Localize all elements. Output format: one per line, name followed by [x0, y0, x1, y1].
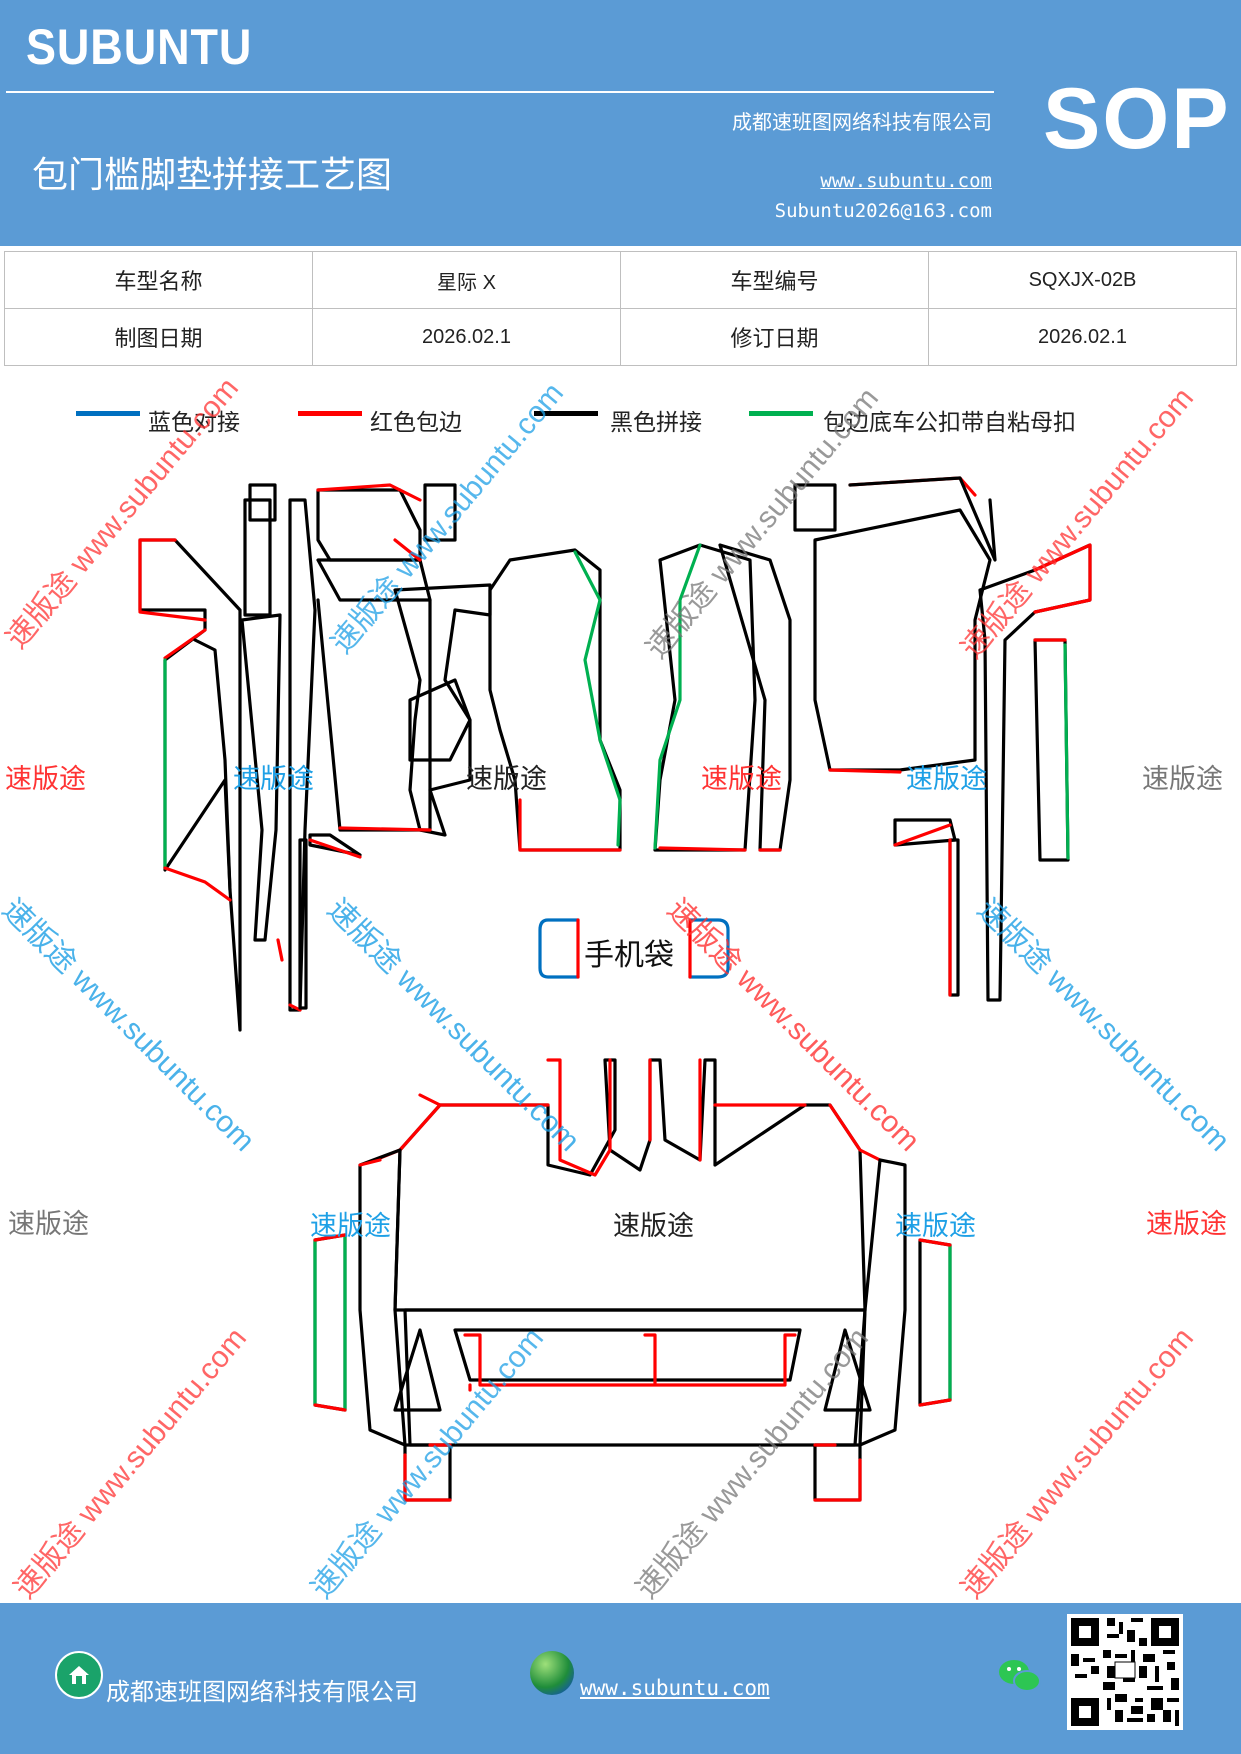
watermark-text: 速版途: [895, 1211, 976, 1241]
mat-edge-red: [393, 538, 422, 562]
footer-company-name: 成都速班图网络科技有限公司: [106, 1678, 418, 1706]
mat-panel: [393, 583, 492, 837]
watermark-text: 速版途: [8, 1209, 89, 1239]
model-code-label: 车型编号: [620, 251, 929, 309]
legend-swatch-green: [749, 411, 813, 416]
model-name-value: 星际 X: [312, 251, 621, 309]
draw-date-value: 2026.02.1: [312, 308, 621, 366]
watermark-text: 速版途: [906, 764, 987, 794]
mat-panel: [813, 508, 992, 772]
phone-bag-label: 手机袋: [584, 938, 674, 973]
floor-mat-splice-diagram: [138, 476, 1092, 1502]
header-company-name: 成都速班图网络科技有限公司: [732, 110, 992, 134]
mat-edge-red: [276, 938, 302, 1012]
brand-logo-text: SUBUNTU: [26, 19, 253, 75]
watermark-text: 速版途: [1142, 764, 1223, 794]
mat-strip: [313, 1233, 347, 1412]
mat-edge-green: [653, 543, 702, 850]
mat-edge-red: [546, 1058, 702, 1177]
mat-edge-red: [316, 483, 422, 502]
model-code-value: SQXJX-02B: [928, 251, 1237, 309]
revise-date-value: 2026.02.1: [928, 308, 1237, 366]
legend-label: 红色包边: [370, 410, 462, 436]
mat-panel: [793, 483, 837, 532]
mat-panel: [453, 1328, 802, 1382]
mat-label: 速版途: [613, 1211, 694, 1241]
mat-edge-red: [813, 1443, 862, 1502]
right-front-mat-group: [653, 476, 1092, 1002]
mat-panel: [823, 1328, 872, 1412]
footer-banner: 成都速班图网络科技有限公司 www.subuntu.com: [0, 1603, 1241, 1754]
mat-edge-red: [828, 768, 902, 774]
mat-edge-green: [1063, 643, 1070, 860]
page-title: 包门槛脚垫拼接工艺图: [32, 155, 393, 196]
mat-strip: [918, 1238, 952, 1407]
phone-bag-right: [688, 918, 730, 979]
legend-label: 蓝色对接: [148, 410, 240, 436]
wechat-icon: [997, 1656, 1043, 1696]
mat-edge-red: [403, 1443, 452, 1502]
phone-bag-group: [538, 918, 730, 979]
globe-icon: [530, 1651, 574, 1695]
header-divider: [6, 91, 994, 93]
sop-badge: SOP: [1043, 71, 1231, 167]
legend-label: 黑色拼接: [610, 410, 702, 436]
draw-date-label: 制图日期: [4, 308, 313, 366]
rear-mat-group: [313, 1058, 952, 1502]
revise-date-label: 修订日期: [620, 308, 929, 366]
mat-strip: [248, 483, 277, 522]
table-row: 制图日期 2026.02.1 修订日期 2026.02.1: [4, 308, 1237, 366]
watermark-text: 速版途: [701, 764, 782, 794]
table-row: 车型名称 星际 X 车型编号 SQXJX-02B: [4, 251, 1237, 309]
legend-swatch-blue: [76, 411, 140, 416]
mat-strip: [1033, 638, 1070, 862]
mat-panel: [423, 483, 457, 542]
mat-panel: [848, 476, 997, 562]
mat-panel: [393, 1058, 867, 1312]
legend-swatch-black: [534, 411, 598, 416]
header-email: Subuntu2026@163.com: [774, 200, 992, 222]
header-banner: SUBUNTU 包门槛脚垫拼接工艺图 成都速班图网络科技有限公司 www.sub…: [0, 0, 1241, 246]
legend-label: 包边底车公扣带自粘母扣: [823, 410, 1076, 436]
legend-swatch-red: [298, 411, 362, 416]
mat-edge-red: [163, 866, 232, 902]
mat-edge-red: [463, 1333, 797, 1392]
mat-panel: [813, 1443, 862, 1502]
mat-edge-red: [358, 1158, 382, 1167]
mat-edge-red: [518, 798, 622, 852]
header-website-link[interactable]: www.subuntu.com: [820, 170, 992, 192]
footer-website-link[interactable]: www.subuntu.com: [580, 1676, 770, 1700]
phone-bag-left: [538, 918, 580, 979]
mat-panel: [408, 678, 472, 762]
home-icon: [55, 1651, 103, 1699]
mat-edge-red: [338, 826, 432, 832]
vehicle-info-table: 车型名称 星际 X 车型编号 SQXJX-02B 制图日期 2026.02.1 …: [4, 251, 1237, 366]
mat-strip: [193, 638, 232, 892]
mat-outline: [138, 538, 242, 1032]
mat-edge-red: [308, 838, 362, 859]
watermark-text: 速版途: [1146, 1209, 1227, 1239]
mat-edge-red: [658, 846, 747, 852]
qr-code: [1067, 1614, 1183, 1730]
mat-edge-red: [1033, 543, 1092, 614]
watermark-text: 速版途: [5, 764, 86, 794]
left-front-mat-group: [138, 483, 622, 1032]
model-name-label: 车型名称: [4, 251, 313, 309]
mat-edge-red: [918, 1238, 952, 1407]
mat-label: 速版途: [466, 764, 547, 794]
mat-panel: [308, 833, 362, 857]
mat-edge-green: [573, 550, 622, 847]
mat-panel: [488, 548, 622, 852]
mat-edge-red: [313, 1233, 347, 1412]
mat-panel: [393, 1328, 442, 1412]
watermark-text: 速版途: [310, 1211, 391, 1241]
mat-panel: [718, 543, 792, 852]
mat-strip: [298, 838, 308, 1010]
mat-edge-red: [138, 538, 207, 660]
watermark-text: 速版途: [233, 764, 314, 794]
mat-strip: [288, 498, 317, 1012]
mat-edge-red: [893, 823, 952, 847]
mat-strip: [240, 613, 282, 942]
mat-edge-green: [313, 1233, 347, 1412]
